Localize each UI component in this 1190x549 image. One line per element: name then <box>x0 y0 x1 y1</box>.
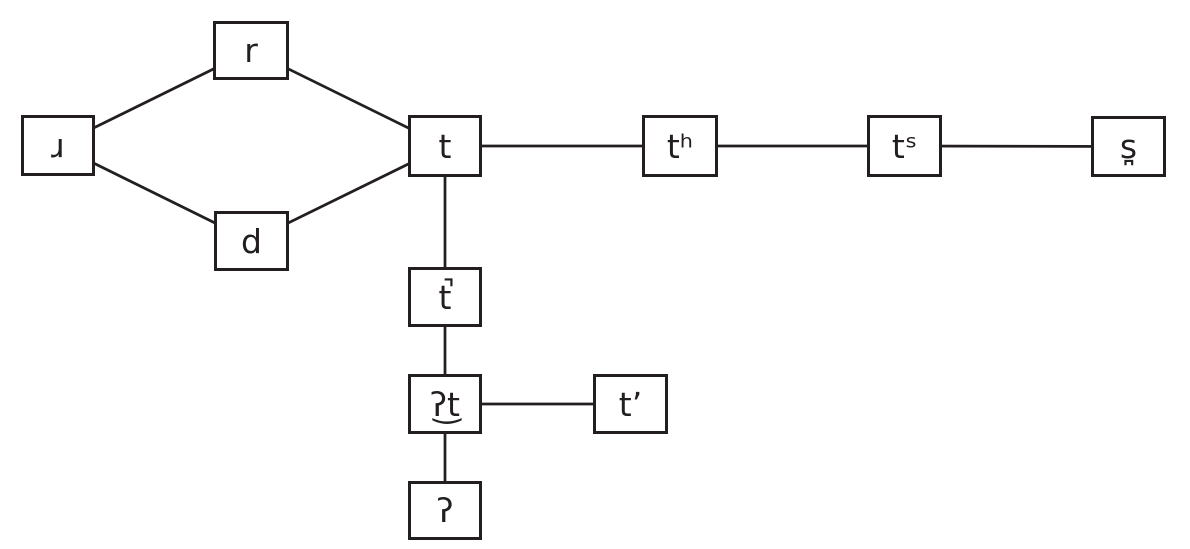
node-t-aspirated: tʰ <box>642 115 718 177</box>
node-label: ʔ <box>436 491 454 530</box>
node-label: r <box>244 31 258 70</box>
node-label: t̚ <box>438 277 452 317</box>
node-label: t <box>438 126 452 166</box>
node-d: d <box>214 211 289 271</box>
node-label: tˢ <box>891 126 918 166</box>
node-s-dental: s̪ <box>1091 116 1166 177</box>
node-label: d <box>241 221 262 261</box>
node-t-unreleased: t̚ <box>408 267 482 327</box>
node-label: s̪ <box>1119 127 1138 166</box>
node-t: t <box>408 115 482 177</box>
node-label: ɹ <box>51 126 65 165</box>
node-glottal-stop: ʔ <box>408 481 482 540</box>
node-t-affricated: tˢ <box>867 115 942 177</box>
node-t-ejective: tʼ <box>593 374 668 434</box>
node-turned-r: ɹ <box>21 115 95 176</box>
node-preglottalized-t: ʔ͜t <box>408 374 482 434</box>
node-r: r <box>213 21 289 80</box>
node-label: tʰ <box>666 126 694 166</box>
node-label: ʔ͜t <box>430 384 460 424</box>
node-label: tʼ <box>618 384 643 424</box>
